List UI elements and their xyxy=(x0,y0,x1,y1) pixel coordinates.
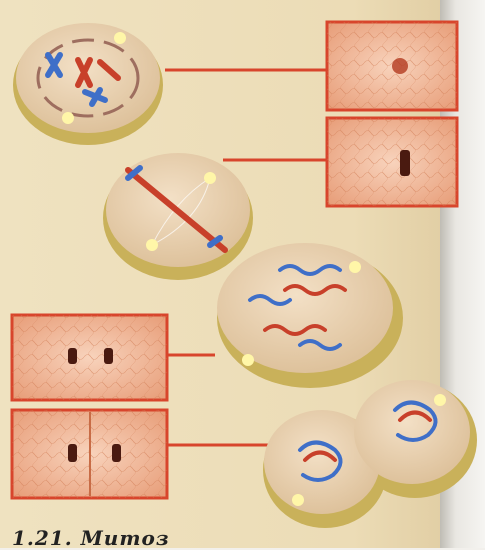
cell-telophase xyxy=(263,380,477,528)
cell-metaphase xyxy=(103,153,253,280)
figure-caption: 1.21. Митоз xyxy=(12,526,170,550)
micrograph-metaphase xyxy=(327,118,457,206)
micrograph-anaphase xyxy=(12,315,167,400)
cell-prophase xyxy=(13,23,163,145)
cell-anaphase xyxy=(217,243,403,388)
micrograph-prophase xyxy=(327,22,457,110)
micrograph-telophase xyxy=(12,410,167,498)
